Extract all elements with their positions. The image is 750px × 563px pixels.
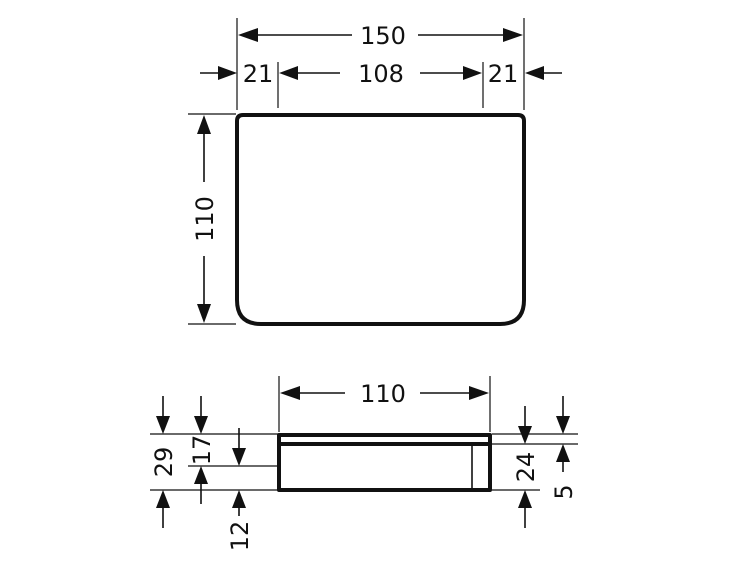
dimension-label-inner-width: 108 <box>358 60 404 88</box>
top-view-outline <box>235 113 526 326</box>
top-view: 150 21 108 21 110 <box>188 18 562 326</box>
dimension-label-right-margin: 21 <box>488 60 519 88</box>
dimension-depth: 110 <box>191 115 219 323</box>
side-view-body <box>277 442 492 492</box>
dimension-label: 29 <box>150 447 178 478</box>
dimension-label-left-margin: 21 <box>243 60 274 88</box>
dimension-label: 12 <box>226 521 254 552</box>
dimension-inner-chain: 21 108 21 <box>200 60 562 88</box>
side-view: 110 29 17 12 2 <box>150 376 578 551</box>
dimension-label: 110 <box>360 380 406 408</box>
arrow-right <box>503 28 523 42</box>
dimension-overall-width: 150 <box>238 22 523 50</box>
dimension-label: 110 <box>191 196 219 242</box>
dimension-lower-offset: 12 <box>226 428 254 551</box>
dimension-lid-thickness: 5 <box>550 396 578 500</box>
dimension-label: 17 <box>188 435 216 466</box>
dimension-label: 150 <box>360 22 406 50</box>
dimension-label: 24 <box>512 452 540 483</box>
dimension-length: 110 <box>280 380 489 408</box>
dimension-label: 5 <box>550 484 578 499</box>
dimension-body-height: 24 <box>512 406 540 528</box>
dimension-overall-height: 29 <box>150 396 178 528</box>
dimension-upper-height: 17 <box>188 396 216 504</box>
arrow-left <box>238 28 258 42</box>
